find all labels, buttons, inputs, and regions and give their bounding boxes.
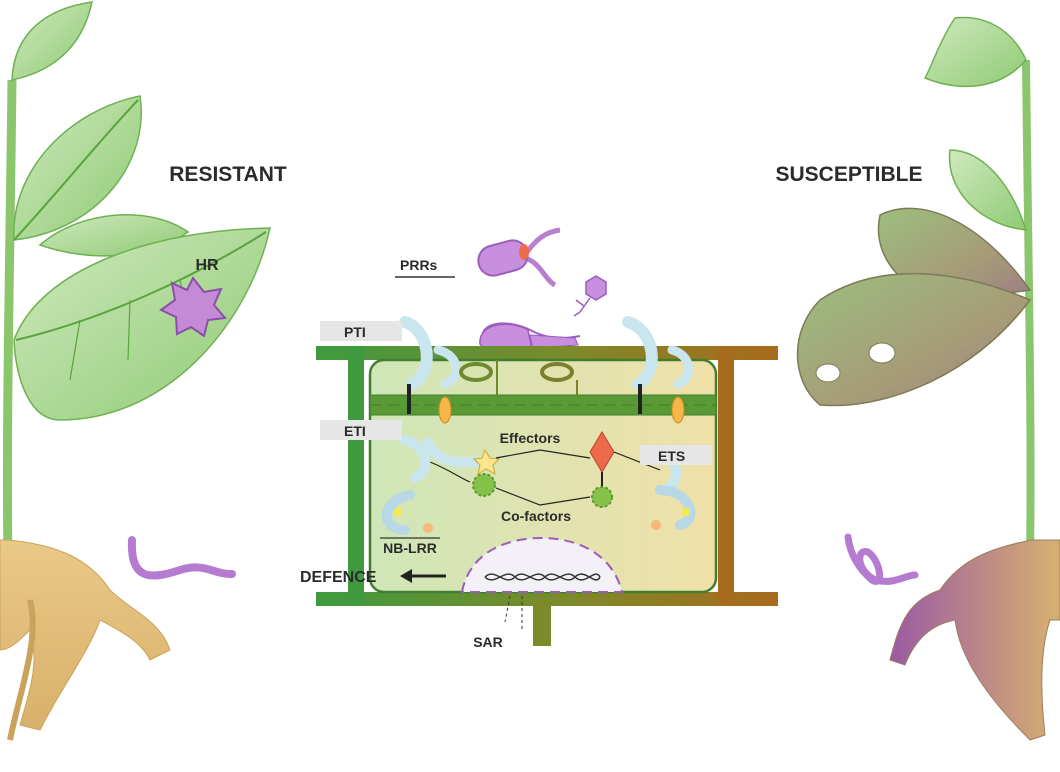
resistant-title: RESISTANT (169, 163, 287, 186)
susceptible-title: SUSCEPTIBLE (775, 163, 922, 186)
resistant-plant (0, 2, 270, 740)
hr-label: HR (195, 257, 219, 274)
prrs-label: PRRs (400, 257, 438, 273)
bacterium-icon (475, 230, 560, 285)
cofactor-icon (592, 487, 612, 507)
pti-label: PTI (344, 324, 366, 340)
eti-label: ETI (344, 423, 366, 439)
sar-label: SAR (473, 634, 503, 650)
ets-label: ETS (658, 448, 685, 464)
defence-label: DEFENCE (300, 569, 377, 586)
plant-cell (316, 346, 778, 646)
nematode-icon (132, 540, 232, 576)
nematode-icon (848, 537, 915, 581)
cofactor-icon (473, 474, 495, 496)
susceptible-plant (798, 17, 1060, 740)
cofactors-label: Co-factors (501, 508, 571, 524)
effectors-label: Effectors (500, 430, 561, 446)
nblrr-label: NB-LRR (383, 540, 437, 556)
virus-icon (574, 276, 606, 316)
